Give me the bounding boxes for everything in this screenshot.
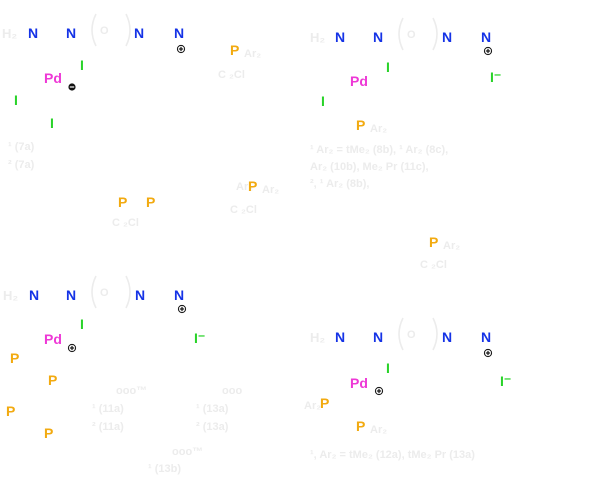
phosphorus-atom-label: P (44, 425, 53, 441)
faint-ar-label: Ar₂ (370, 123, 387, 135)
palladium-atom-label: Pd (350, 375, 368, 391)
faint-ar-label: Ar₂ (236, 181, 253, 193)
palladium-atom-label: Pd (44, 70, 62, 86)
ring-bracket-right (125, 275, 131, 309)
iodine-atom-label: I (386, 360, 390, 376)
faint-ar-label: Ar₂ (262, 184, 279, 196)
faint-ring-text: O (407, 29, 416, 41)
phosphorus-atom-label: P (48, 372, 57, 388)
iodine-atom-label: I (386, 59, 390, 75)
faint-ligand-tail: H₂ (310, 330, 325, 345)
faint-substituent-label: C ₂Cl (420, 259, 447, 271)
nitrogen-atom-label: N (373, 29, 383, 45)
iodine-atom-label: I (321, 93, 325, 109)
positive-charge-icon (483, 348, 493, 358)
phosphorus-atom-label: P (320, 395, 329, 411)
faint-compound-label: ¹ (13a) (196, 403, 229, 415)
faint-ar-label: Ar₂ (304, 400, 321, 412)
iodide-ion-label: I⁻ (500, 373, 511, 389)
faint-compound-label: ¹ (13b) (148, 463, 181, 475)
positive-charge-icon (177, 304, 187, 314)
phosphine-pair: P P C ₂Cl Ar₂ P Ar₂ C ₂Cl (112, 178, 279, 229)
ring-bracket-left (91, 275, 97, 309)
iodine-atom-label: I (80, 57, 84, 73)
phosphorus-atom-label: P (356, 117, 365, 133)
phosphorus-atom-label: P (230, 42, 239, 58)
phosphorus-atom-label: P (356, 418, 365, 434)
positive-charge-icon (176, 44, 186, 54)
faint-compound-label: ¹ (11a) (92, 403, 124, 415)
positive-charge-icon (67, 343, 77, 353)
faint-compound-label: ² (13a) (196, 421, 229, 433)
nitrogen-atom-label: N (29, 287, 39, 303)
phosphorus-atom-label: P (146, 194, 155, 210)
nitrogen-atom-label: N (28, 25, 38, 41)
faint-ligand-tail: H₂ (2, 26, 17, 41)
faint-ar-label: Ar₂ (244, 48, 261, 60)
nitrogen-atom-label: N (373, 329, 383, 345)
iodine-atom-label: I (14, 92, 18, 108)
faint-compound-label: ², ¹ Ar₂ (8b), (310, 178, 369, 190)
nitrogen-atom-label: N (174, 287, 184, 303)
faint-compound-label: ² (11a) (92, 421, 124, 433)
ring-bracket-right (432, 17, 438, 51)
iodine-atom-label: I (80, 316, 84, 332)
phosphorus-atom-label: P (429, 234, 438, 250)
faint-ring-text: O (100, 25, 109, 37)
faint-substituent-label: C ₂Cl (112, 217, 139, 229)
structure-panel-3: H₂ N N O N N I I⁻ Pd P P P P ooo™ ¹ (11a… (3, 275, 242, 475)
phosphorus-atom-label: P (118, 194, 127, 210)
faint-compound-label: Ar₂ (10b), Me₂ Pr (11c), (310, 161, 429, 173)
nitrogen-atom-label: N (135, 287, 145, 303)
faint-substituent-label: C ₂Cl (230, 204, 257, 216)
faint-compound-label: ¹, Ar₂ = tMe₂ (12a), tMe₂ Pr (13a) (310, 449, 475, 461)
phosphorus-atom-label: P (248, 178, 257, 194)
iodine-atom-label: I (50, 115, 54, 131)
nitrogen-atom-label: N (481, 329, 491, 345)
nitrogen-atom-label: N (174, 25, 184, 41)
nitrogen-atom-label: N (481, 29, 491, 45)
ring-bracket-left (398, 17, 404, 51)
palladium-atom-label: Pd (44, 331, 62, 347)
faint-ar-label: Ar₂ (370, 424, 387, 436)
faint-compound-label: ¹ (7a) (8, 141, 35, 153)
nitrogen-atom-label: N (442, 29, 452, 45)
positive-charge-icon (483, 46, 493, 56)
nitrogen-atom-label: N (66, 287, 76, 303)
iodide-ion-label: I⁻ (194, 330, 205, 346)
ring-bracket-left (398, 317, 404, 351)
ring-bracket-right (432, 317, 438, 351)
faint-substituent-label: C ₂Cl (218, 69, 245, 81)
faint-compound-label: ² (7a) (8, 159, 35, 171)
faint-ligand-tail: H₂ (3, 288, 18, 303)
structure-panel-2: H₂ N N O N N I I⁻ Pd I P Ar₂ ¹ Ar₂ = tMe… (310, 17, 501, 271)
ring-bracket-right (125, 13, 131, 47)
phosphorus-atom-label: P (10, 350, 19, 366)
palladium-atom-label: Pd (350, 73, 368, 89)
faint-ligand-tail: H₂ (310, 30, 325, 45)
faint-compound-label: ooo (222, 385, 242, 397)
faint-ring-text: O (407, 329, 416, 341)
faint-ar-label: Ar₂ (443, 240, 460, 252)
iodide-ion-label: I⁻ (490, 69, 501, 85)
structure-panel-4: H₂ N N O N N I I⁻ Pd Ar₂ P P Ar₂ ¹, Ar₂ … (304, 317, 511, 461)
faint-compound-label: ooo™ (172, 446, 203, 458)
phosphorus-atom-label: P (6, 403, 15, 419)
negative-charge-icon (68, 83, 76, 91)
faint-compound-label: ¹ Ar₂ = tMe₂ (8b), ¹ Ar₂ (8c), (310, 144, 448, 156)
ring-bracket-left (91, 13, 97, 47)
nitrogen-atom-label: N (442, 329, 452, 345)
faint-ring-text: O (100, 287, 109, 299)
faint-compound-label: ooo™ (116, 385, 147, 397)
positive-charge-icon (374, 386, 384, 396)
nitrogen-atom-label: N (134, 25, 144, 41)
nitrogen-atom-label: N (66, 25, 76, 41)
structure-panel-1: H₂ N N O N N I Pd I I P Ar₂ C ₂Cl ¹ (7a)… (2, 13, 261, 171)
nitrogen-atom-label: N (335, 329, 345, 345)
nitrogen-atom-label: N (335, 29, 345, 45)
